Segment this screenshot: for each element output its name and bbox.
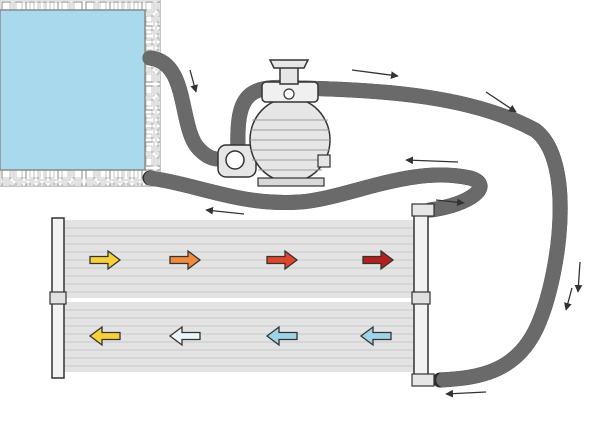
flow-arrows xyxy=(189,69,583,398)
arrow-right-icon xyxy=(266,249,299,271)
flow-arrow xyxy=(189,69,198,93)
flow-arrow xyxy=(485,91,517,113)
arrow-right-icon xyxy=(362,249,395,271)
flow-arrow xyxy=(351,69,399,79)
panel-arrows-top xyxy=(89,249,395,271)
flow-arrow xyxy=(564,287,573,311)
arrow-left-icon xyxy=(88,325,121,347)
arrow-left-icon xyxy=(168,325,201,347)
pool xyxy=(0,0,161,187)
arrow-right-icon xyxy=(89,249,122,271)
flow-arrow xyxy=(445,389,487,398)
valve-handle xyxy=(268,59,310,69)
pool-water xyxy=(0,9,146,171)
arrow-left-icon xyxy=(359,325,392,347)
flow-arrow xyxy=(405,156,459,165)
solar-panel xyxy=(49,203,435,387)
flow-arrow xyxy=(574,261,583,293)
flow-arrow xyxy=(205,206,245,215)
arrow-left-icon xyxy=(265,325,298,347)
flow-arrow xyxy=(435,198,465,207)
panel-arrows-bottom xyxy=(88,325,392,347)
arrow-right-icon xyxy=(169,249,202,271)
sand-filter-pump xyxy=(217,59,331,187)
